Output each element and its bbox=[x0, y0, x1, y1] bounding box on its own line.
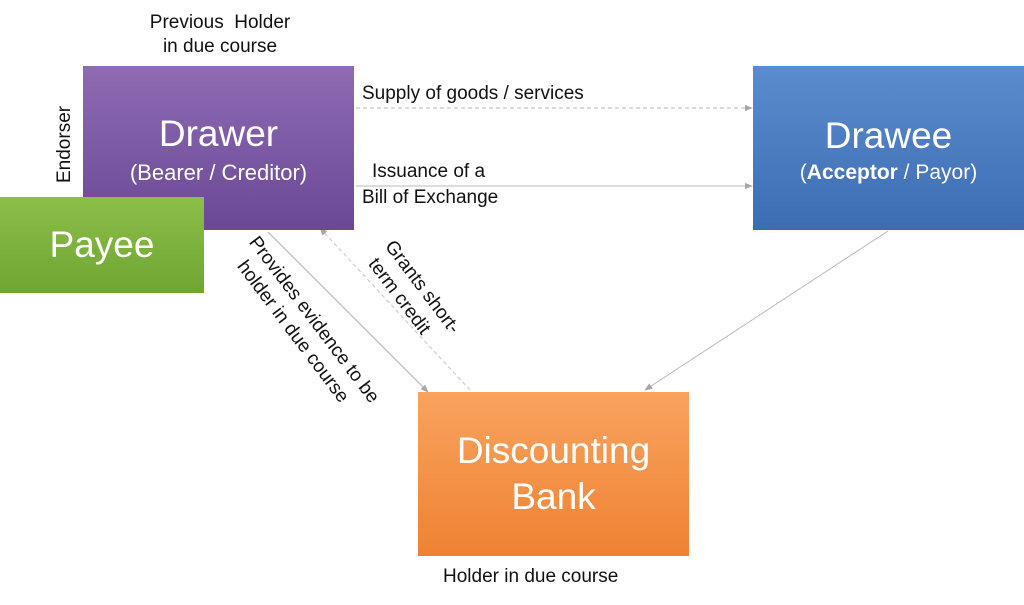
bank-title-line2: Bank bbox=[511, 476, 596, 517]
holder-in-due-course-label: Holder in due course bbox=[443, 566, 619, 587]
supply-label: Supply of goods / services bbox=[362, 83, 584, 104]
previous-holder-line2: in due course bbox=[162, 36, 278, 57]
issuance-label-line1: Issuance of a bbox=[372, 161, 486, 182]
drawee-subtitle-open: ( bbox=[799, 161, 807, 184]
endorser-label: Endorser bbox=[54, 105, 75, 183]
drawer-subtitle: (Bearer / Creditor) bbox=[129, 160, 308, 185]
drawer-title: Drawer bbox=[158, 113, 279, 154]
drawee-title: Drawee bbox=[824, 115, 953, 156]
drawee-node: Drawee (Acceptor / Payor) bbox=[753, 66, 1024, 230]
drawee-subtitle: (Acceptor / Payor) bbox=[753, 160, 1024, 186]
drawee-acceptor-label: Acceptor bbox=[806, 161, 898, 184]
payee-node: Payee bbox=[0, 197, 204, 293]
discounting-bank-node: Discounting Bank bbox=[418, 392, 689, 556]
evidence-arrow bbox=[267, 231, 429, 393]
drawee-to-bank-arrow bbox=[644, 230, 889, 391]
payee-title: Payee bbox=[49, 224, 155, 265]
issuance-label-line2: Bill of Exchange bbox=[362, 187, 499, 208]
previous-holder-label: Previous Holder in due course bbox=[120, 11, 320, 59]
bank-title-line1: Discounting bbox=[456, 430, 651, 471]
credit-arrow bbox=[319, 227, 471, 391]
previous-holder-line1: Previous Holder bbox=[149, 12, 291, 33]
drawee-subtitle-rest: / Payor) bbox=[897, 161, 978, 184]
